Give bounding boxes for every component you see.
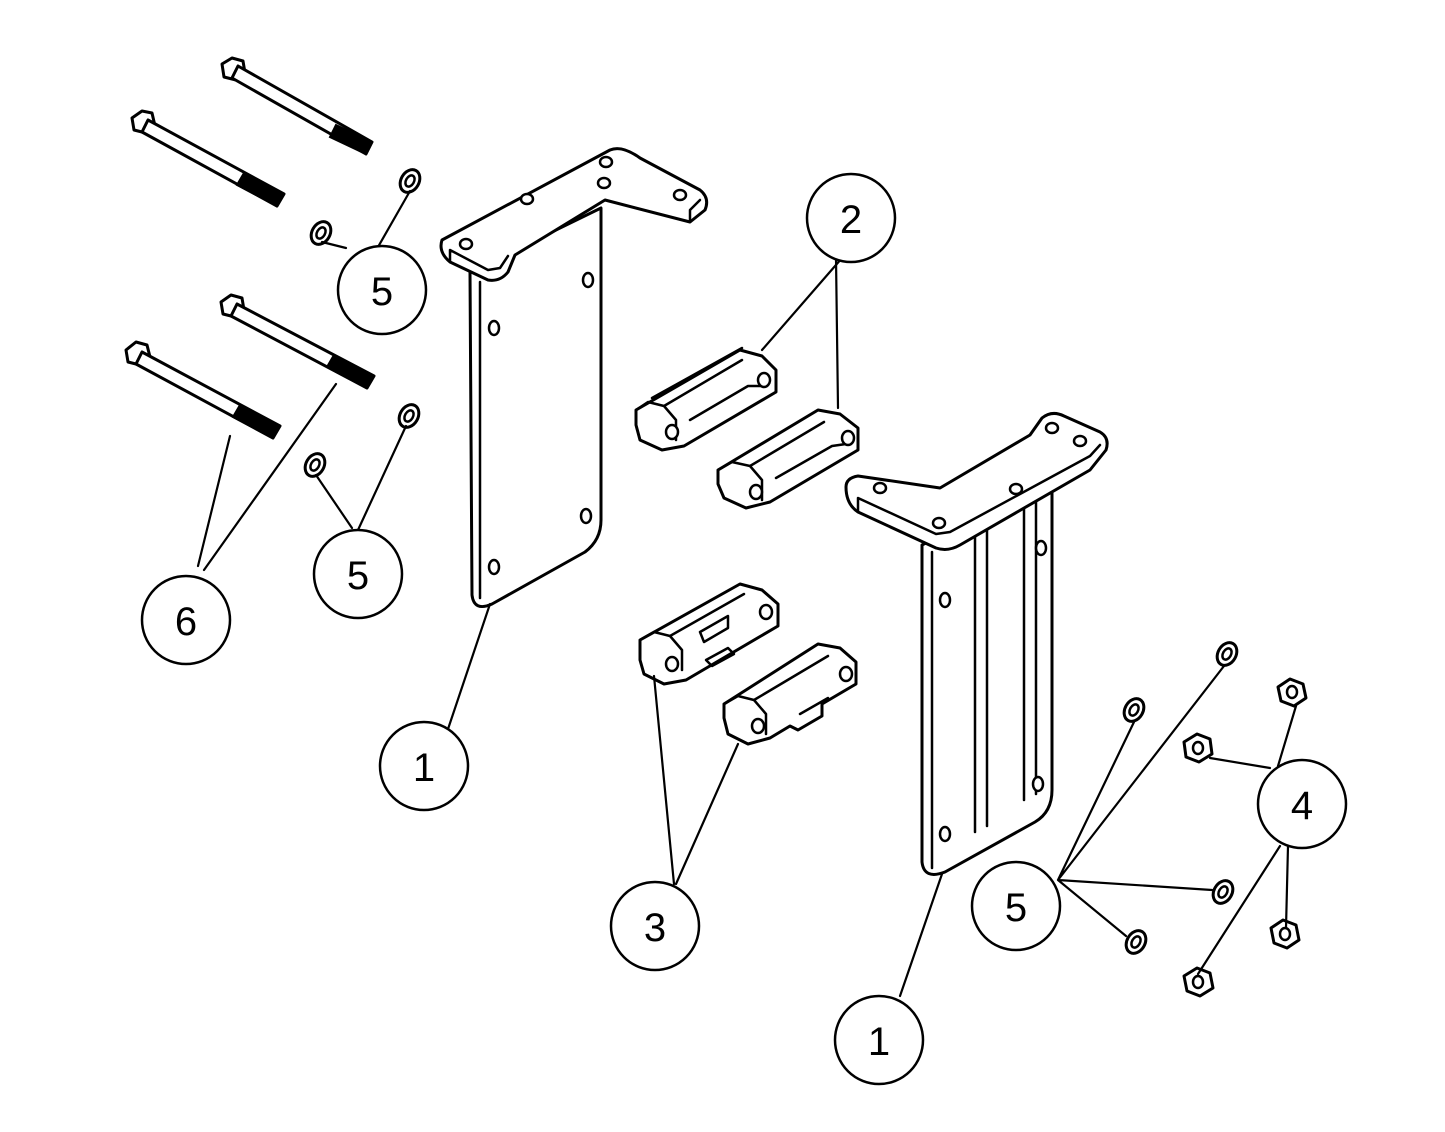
bolt-mid-2: [124, 340, 282, 440]
bolt-mid-1: [219, 293, 376, 390]
bracket-left: [439, 147, 709, 608]
callout-label: 5: [347, 554, 369, 598]
nut-4: [1182, 966, 1215, 998]
clamp-block-upper: [638, 582, 780, 686]
callout-label: 1: [868, 1020, 890, 1064]
callout-5-middle: 5: [312, 528, 404, 620]
bolt-top-2: [130, 109, 286, 208]
callout-label: 5: [1005, 886, 1027, 930]
washer-lower-3: [1211, 879, 1235, 905]
washer-upper-right: [398, 168, 422, 194]
callout-2: 2: [805, 172, 897, 264]
callout-label: 4: [1291, 784, 1313, 828]
bracket-right: [844, 411, 1109, 876]
callout-label: 6: [175, 600, 197, 644]
callout-1-right: 1: [833, 994, 925, 1086]
clamp-block-lower: [722, 642, 858, 746]
callout-5-top: 5: [336, 244, 428, 336]
spacer-upper: [634, 346, 778, 452]
callout-label: 5: [371, 270, 393, 314]
washer-lower-2: [1122, 697, 1146, 723]
nut-2: [1182, 732, 1214, 764]
spacer-lower: [716, 408, 860, 510]
washer-upper-left: [309, 220, 333, 246]
callout-label: 2: [840, 198, 862, 242]
callout-1-left: 1: [378, 720, 470, 812]
callout-3: 3: [609, 880, 701, 972]
nut-3: [1269, 918, 1301, 950]
callout-4: 4: [1256, 758, 1348, 850]
leader-lines: [196, 189, 1298, 998]
bolt-top-1: [220, 56, 374, 156]
nut-1: [1276, 677, 1308, 708]
callout-label: 3: [644, 906, 666, 950]
washer-mid-right: [397, 403, 421, 429]
callout-label: 1: [413, 746, 435, 790]
callout-6: 6: [140, 574, 232, 666]
washer-lower-1: [1215, 641, 1239, 667]
washer-lower-4: [1124, 929, 1148, 955]
washer-mid-left: [303, 452, 327, 478]
callout-5-bottom: 5: [970, 860, 1062, 952]
